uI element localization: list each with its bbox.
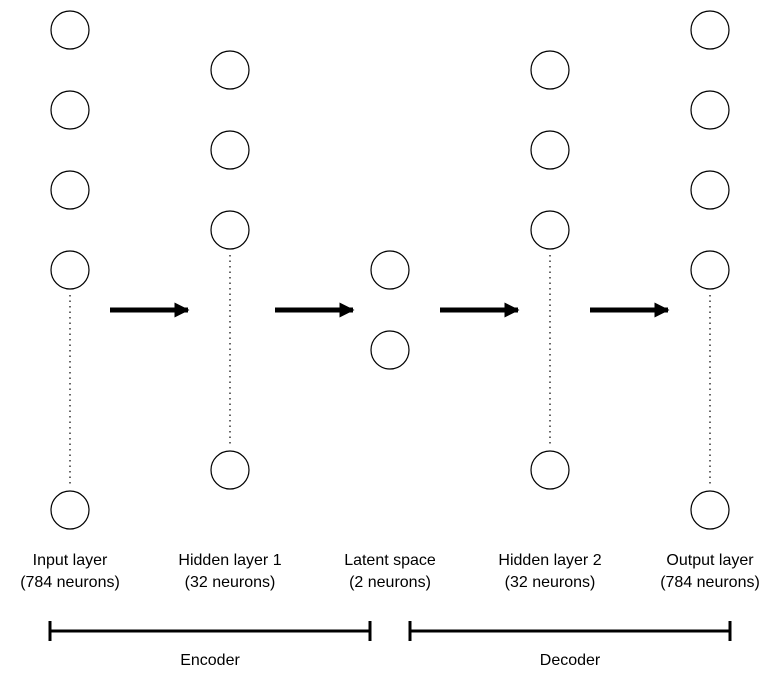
neuron [690, 10, 730, 50]
neuron [210, 50, 250, 90]
input-layer-neurons [50, 10, 90, 530]
input-layer-name: Input layer [32, 552, 108, 569]
neuron [50, 90, 90, 130]
hidden-layer-1-name: Hidden layer 1 [178, 552, 282, 569]
neuron [50, 10, 90, 50]
encoder-bracket [48, 621, 372, 641]
neuron [210, 450, 250, 490]
neuron [210, 130, 250, 170]
neuron [690, 90, 730, 130]
neuron [50, 490, 90, 530]
hidden-layer-2-neurons [530, 50, 570, 490]
hidden-layer-2-label: Hidden layer 2 (32 neurons) [498, 550, 601, 594]
neuron [530, 450, 570, 490]
output-layer-name: Output layer [666, 552, 754, 569]
neuron [50, 170, 90, 210]
hidden-layer-1-count: (32 neurons) [184, 574, 276, 591]
neuron [370, 250, 410, 290]
neuron [690, 250, 730, 290]
hidden-layer-1-label: Hidden layer 1 (32 neurons) [178, 550, 281, 594]
latent-space-count: (2 neurons) [349, 574, 431, 591]
encoder-label: Encoder [180, 652, 240, 669]
output-layer-label: Output layer (784 neurons) [660, 550, 760, 594]
neuron [370, 330, 410, 370]
neuron [530, 130, 570, 170]
neuron [690, 170, 730, 210]
input-layer-label: Input layer (784 neurons) [20, 550, 120, 594]
hidden-layer-2-name: Hidden layer 2 [498, 552, 602, 569]
neuron [50, 250, 90, 290]
output-layer-count: (784 neurons) [660, 574, 760, 591]
decoder-label: Decoder [539, 652, 601, 669]
neuron [530, 210, 570, 250]
output-layer-neurons [690, 10, 730, 530]
input-layer-count: (784 neurons) [20, 574, 120, 591]
neuron [690, 490, 730, 530]
hidden-layer-1-neurons [210, 50, 250, 490]
hidden-layer-2-count: (32 neurons) [504, 574, 596, 591]
neuron [530, 50, 570, 90]
decoder-bracket [408, 621, 732, 641]
neuron [210, 210, 250, 250]
latent-space-neurons [370, 250, 410, 370]
latent-space-label: Latent space (2 neurons) [344, 550, 436, 594]
latent-space-name: Latent space [344, 552, 436, 569]
